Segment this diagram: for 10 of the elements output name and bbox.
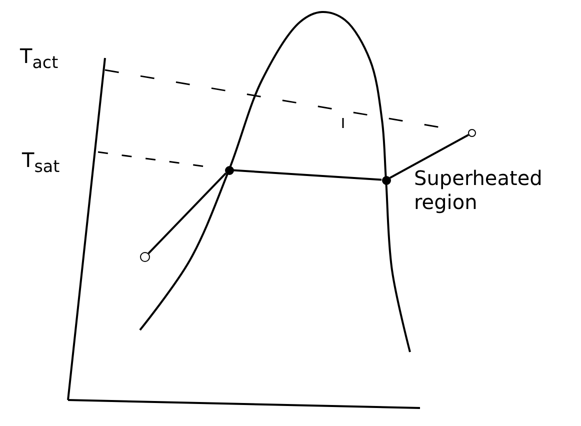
state-point (382, 176, 390, 184)
state-point (468, 129, 476, 137)
temperature-label: T$_{act}$ (20, 44, 60, 73)
process-line (389, 134, 469, 179)
state-point (140, 252, 150, 262)
process-line (233, 169, 382, 181)
state-point (224, 166, 234, 174)
process-line (148, 172, 227, 254)
temperature-label: T$_{sat}$ (22, 148, 61, 177)
region-label: Superheated region (414, 166, 544, 214)
